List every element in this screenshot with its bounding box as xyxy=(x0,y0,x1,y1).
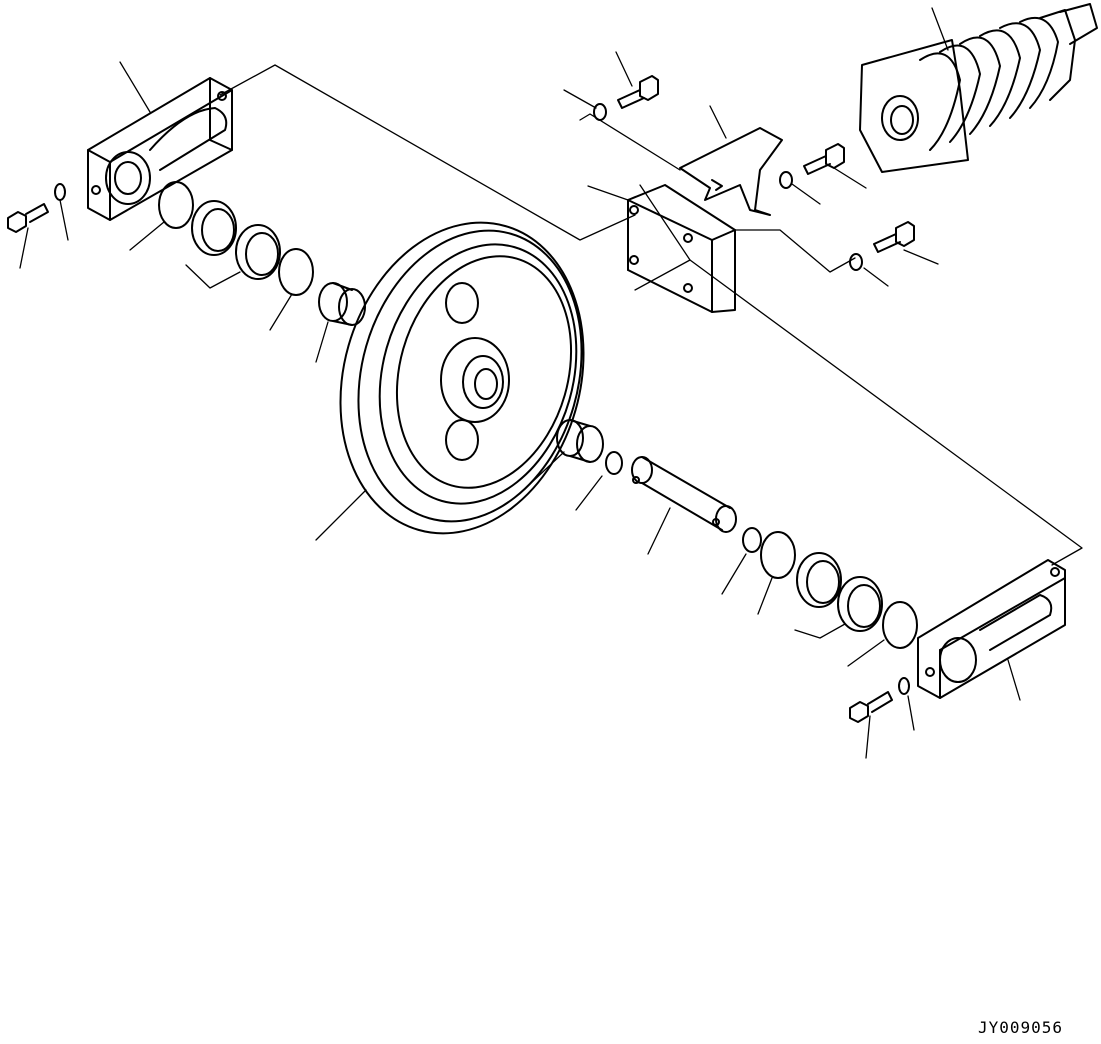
block-washer xyxy=(849,253,863,271)
idler-shaft xyxy=(631,456,737,533)
right-bracket-bolt xyxy=(849,691,893,723)
guard-right-bolt xyxy=(803,143,845,175)
right-floating-seal-b xyxy=(837,576,883,632)
right-o-ring-shaft xyxy=(742,527,762,553)
left-o-ring-outer xyxy=(158,181,194,229)
right-bracket-washer xyxy=(898,677,910,695)
block-bolt xyxy=(873,221,915,253)
yoke-block xyxy=(627,184,736,313)
guard-top-washer xyxy=(593,103,607,121)
left-floating-seal-a xyxy=(191,200,237,256)
right-o-ring-end xyxy=(882,601,918,649)
right-bearing-bracket xyxy=(917,559,1066,699)
right-o-ring-outer xyxy=(760,531,796,579)
right-o-ring-small xyxy=(605,451,623,475)
right-floating-seal-a xyxy=(796,552,842,608)
guard-right-washer xyxy=(779,171,793,189)
left-o-ring-inner xyxy=(278,248,314,296)
leader-lines xyxy=(19,7,1021,759)
drawing-code: JY009056 xyxy=(978,1018,1064,1037)
left-bracket-washer xyxy=(54,183,66,201)
idler-wheel xyxy=(339,221,585,535)
guard-plate xyxy=(679,127,783,216)
right-bushing xyxy=(556,419,604,463)
recoil-spring-assembly xyxy=(859,3,1098,173)
left-floating-seal-b xyxy=(235,224,281,280)
left-bracket-bolt xyxy=(7,203,49,233)
guard-top-bolt xyxy=(617,75,659,109)
assembly-lines xyxy=(185,64,1083,639)
left-bushing xyxy=(318,282,366,326)
left-bearing-bracket xyxy=(87,77,233,221)
